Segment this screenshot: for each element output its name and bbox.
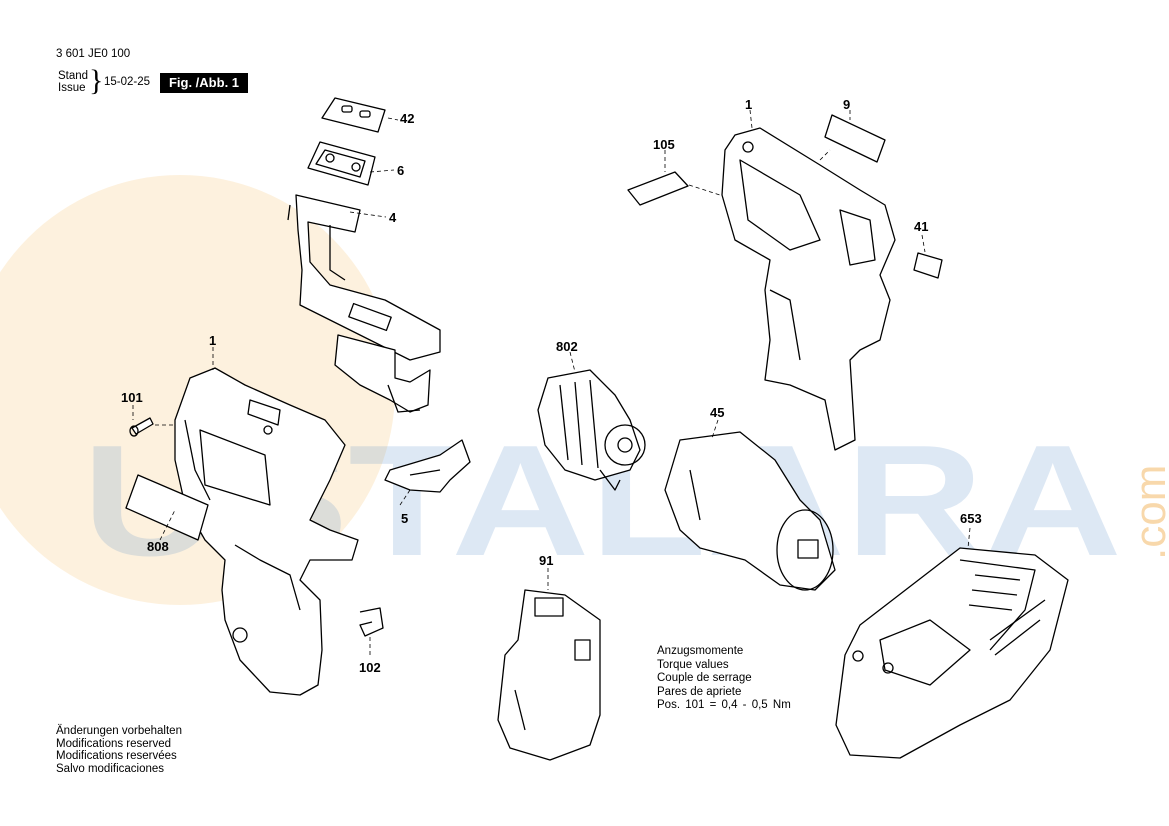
brace-glyph: } — [89, 64, 104, 97]
part-105-cover-plate — [627, 171, 689, 206]
part-1-housing-left — [174, 367, 359, 696]
part-802-motor — [537, 369, 646, 491]
callout-5: 5 — [401, 511, 409, 526]
callout-91: 91 — [539, 553, 554, 568]
callout-1-left: 1 — [209, 333, 217, 348]
callout-105: 105 — [653, 137, 675, 152]
issue-date: 15-02-25 — [104, 76, 151, 88]
part-102-clip — [359, 607, 384, 637]
callout-42: 42 — [400, 111, 415, 126]
callout-808: 808 — [147, 539, 169, 554]
part-6-keypad — [307, 141, 376, 186]
part-91-battery — [497, 589, 601, 761]
torque-spec: Pos. 101 = 0,4 - 0,5 Nm — [657, 699, 791, 712]
watermark-suffix: .com — [1126, 465, 1169, 560]
part-41-tag — [913, 252, 943, 279]
part-42-keypad-cover — [321, 97, 386, 133]
torque-line-es: Pares de apriete — [657, 685, 742, 698]
note-es: Salvo modificaciones — [56, 762, 165, 775]
part-101-screw — [129, 417, 154, 437]
callout-1-right: 1 — [745, 97, 753, 112]
document-number: 3 601 JE0 100 — [56, 48, 131, 60]
part-1-housing-right — [721, 127, 896, 451]
note-en: Modifications reserved — [56, 737, 172, 750]
part-808-label — [125, 474, 209, 541]
figure-label: Fig. /Abb. 1 — [160, 73, 248, 93]
callout-101: 101 — [121, 390, 143, 405]
torque-values-block: Anzugsmomente Torque values Couple de se… — [657, 645, 791, 713]
issue-label: Issue — [58, 82, 86, 94]
part-653-charger — [835, 547, 1069, 759]
part-4-switch-pcb — [287, 194, 441, 413]
callout-45: 45 — [710, 405, 725, 420]
stand-label: Stand — [58, 70, 89, 82]
callout-653: 653 — [960, 511, 982, 526]
part-9-label — [824, 114, 886, 163]
modifications-notes: Änderungen vorbehalten Modifications res… — [56, 725, 182, 775]
part-5-slider — [384, 439, 471, 493]
callout-9: 9 — [843, 97, 851, 112]
callout-102: 102 — [359, 660, 381, 675]
note-de: Änderungen vorbehalten — [56, 725, 182, 737]
torque-line-de: Anzugsmomente — [657, 645, 744, 657]
callout-6: 6 — [397, 163, 405, 178]
torque-line-en: Torque values — [657, 658, 729, 671]
leader-lines — [132, 109, 971, 655]
part-45-gearbox — [664, 431, 836, 591]
callout-4: 4 — [389, 210, 397, 225]
callout-802: 802 — [556, 339, 578, 354]
torque-line-fr: Couple de serrage — [657, 672, 752, 685]
callout-41: 41 — [914, 219, 929, 234]
note-fr: Modifications reservées — [56, 750, 177, 763]
